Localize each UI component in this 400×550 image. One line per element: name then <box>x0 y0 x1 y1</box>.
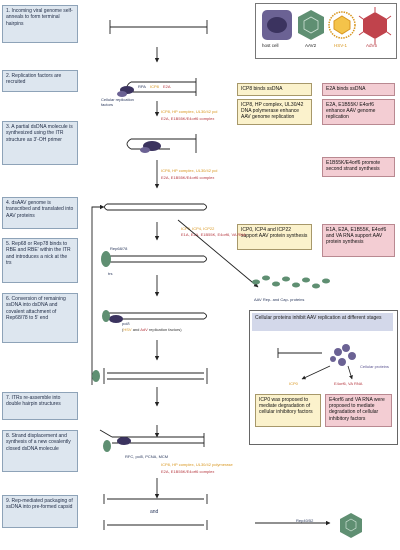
aav-capsid-icon <box>340 513 362 538</box>
step6-prefix: ( <box>122 327 124 332</box>
step-5-box: 5. Rep68 or Rep78 binds to RBE and RBE' … <box>2 238 78 283</box>
step3-polymerase <box>140 141 161 153</box>
replication-factors-blob <box>117 86 134 97</box>
step4-adv-label: E1A, E2A, E1B55K, E4orf6, VA RNA <box>181 232 246 237</box>
note-e4-degrade: E4orf6 and VA RNA were proposed to media… <box>325 394 392 427</box>
step6-hsv: HSV <box>123 327 132 332</box>
legend-hsv1-label: HSV-1 <box>334 43 348 48</box>
note-icp0-degrade: ICP0 was proposed to mediate degradation… <box>255 394 321 427</box>
e4orf6-vrna-label: E4orf6, VA RNA <box>334 381 363 386</box>
pold-protein <box>109 315 123 323</box>
step5-genome <box>104 255 207 263</box>
step4-hsv-label: ICP0, ICP4, ICP22 <box>181 226 215 231</box>
legend-host-cell-label: host cell <box>262 43 279 48</box>
step6-factors-label: (HSV and AdV replication factors) <box>122 327 182 332</box>
cellular-proteins-label: Cellular proteins <box>360 364 389 369</box>
step-8-box: 8. Strand displacement and synthesis of … <box>2 430 78 472</box>
step8-polymerase <box>117 437 131 445</box>
step8-adv-label: E2A, E1B55K/E4orf6 complex <box>161 469 215 474</box>
step1-genome <box>109 20 208 34</box>
step6-adv: AdV <box>140 327 148 332</box>
note-e1b-second: E1B55K/E4orf6 promote second strand synt… <box>322 157 395 177</box>
note-icp8-binds: ICP8 binds ssDNA <box>237 83 312 96</box>
step3-hsv-label: ICP8, HP complex, UL30/42 pol <box>161 168 218 173</box>
legend-adv5-label: AdV5 <box>366 43 378 48</box>
rep-cap-label: AAV Rep- and Cap- proteins <box>254 297 305 302</box>
step2-adv-label: E2A, E1B55K/E4orf6 complex <box>161 116 215 121</box>
inhibition-title: Cellular proteins inhibit AAV replicatio… <box>252 313 393 331</box>
step6-and: and <box>131 327 141 332</box>
pold-label: polδ <box>122 321 130 326</box>
step8-hsv-label: ICP8, HP complex, UL30/42 polymerase <box>161 462 233 467</box>
step2-hsv-label: ICP8, HP complex, UL30/42 pol <box>161 109 218 114</box>
legend <box>255 3 397 59</box>
step7-genome <box>103 368 208 384</box>
step6-genome <box>107 312 207 320</box>
note-icp0-support: ICP0, ICP4 and ICP22 support AAV protein… <box>237 224 312 250</box>
note-e2a-e1b: E2A, E1B55K/ E4orf6 enhance AAV genome r… <box>322 99 395 125</box>
note-e2a-binds: E2A binds ssDNA <box>322 83 395 96</box>
note-icp8-hp: ICP8, HP complex, UL30/42 DNA polymerase… <box>237 99 312 125</box>
step-1-box: 1. Incoming viral genome self-anneals to… <box>2 5 78 43</box>
rep6878-label: Rep68/78 <box>110 246 128 251</box>
and-label: and <box>150 509 159 515</box>
step3-adv-label: E2A, E1B55K/E4orf6 complex <box>161 175 215 180</box>
rep6878-protein <box>101 251 111 267</box>
step8-genome <box>99 429 205 447</box>
step-3-box: 3. A partial dsDNA molecule is synthesiz… <box>2 121 78 165</box>
note-e1a-support: E1A, E2A, E1B55K, E4orf6 and VA RNA supp… <box>322 224 395 257</box>
step8-rep-protein <box>103 440 111 452</box>
cellular-replication-factors-label: Cellular replication factors <box>101 97 134 107</box>
step7-rep-protein <box>92 370 100 382</box>
trs-label: trs <box>108 271 113 276</box>
rfc-label: RFC, polδ, PCNA, MCM <box>125 454 169 459</box>
step-4-box: 4. dsAAV genome is transcribed and trans… <box>2 197 78 229</box>
icp0-inhibit-label: ICP0 <box>289 381 298 386</box>
legend-aav2-label: AAV2 <box>305 43 317 48</box>
rep4052-label: Rep40/52 <box>296 518 314 523</box>
step-6-box: 6. Conversion of remaining ssDNA into ds… <box>2 293 78 343</box>
step-7-box: 7. ITRs re-assemble into double hairpin … <box>2 392 78 420</box>
step6-suffix: replication factors) <box>147 327 182 332</box>
step-9-box: 9. Rep-mediated packaging of ssDNA into … <box>2 495 78 528</box>
e2a-label: E2A <box>163 84 171 89</box>
step4-dsaav <box>104 203 207 211</box>
step3-genome <box>126 134 197 153</box>
icp8-label: ICP8 <box>150 84 159 89</box>
rep-cap-proteins <box>252 275 330 289</box>
step-2-box: 2. Replication factors are recruited <box>2 70 78 92</box>
step6-rep-protein <box>102 310 110 322</box>
rpa-label: RPA <box>138 84 146 89</box>
